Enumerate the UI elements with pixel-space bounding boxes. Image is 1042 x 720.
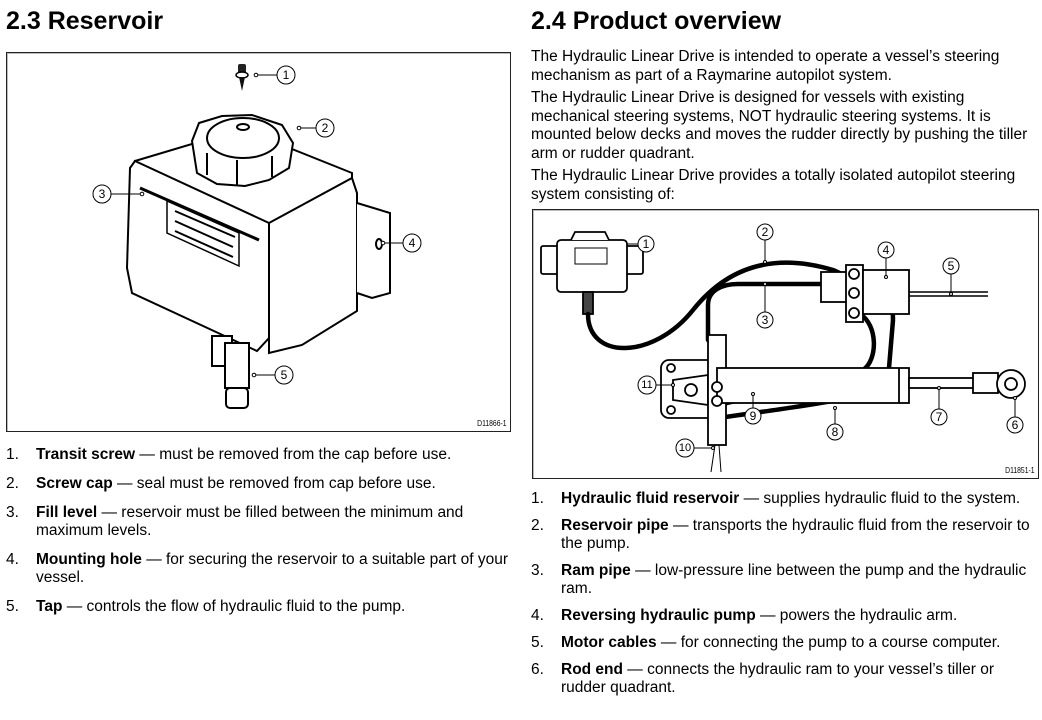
callout-9: 9 [744, 392, 762, 425]
callout-5: 5 [942, 257, 960, 296]
list-item: 3.Ram pipe — low-pressure line between t… [531, 562, 1027, 597]
figure-id: D11851-1 [1005, 466, 1035, 475]
svg-text:4: 4 [883, 243, 890, 257]
svg-text:8: 8 [832, 425, 839, 439]
tap-drawing [211, 335, 250, 409]
list-item: 4.Reversing hydraulic pump — powers the … [531, 607, 958, 624]
callout-4: 4 [877, 241, 895, 279]
list-item: 4.Mounting hole — for securing the reser… [6, 551, 509, 586]
svg-text:3: 3 [762, 313, 769, 327]
list-item: 1.Transit screw — must be removed from t… [6, 446, 452, 463]
callout-5: 5 [251, 365, 294, 385]
callout-3: 3 [92, 184, 145, 204]
intro-paragraph-1: The Hydraulic Linear Drive is intended t… [531, 48, 1000, 84]
list-item: 2.Reservoir pipe — transports the hydrau… [531, 517, 1030, 552]
reservoir-illustration: 1 2 3 4 5 [92, 64, 422, 409]
svg-text:1: 1 [643, 237, 650, 251]
svg-text:5: 5 [948, 259, 955, 273]
intro-paragraph-2: The Hydraulic Linear Drive is designed f… [531, 89, 1028, 162]
callout-2: 2 [756, 223, 774, 264]
callout-1: 1 [627, 235, 655, 253]
callout-7: 7 [930, 386, 948, 426]
svg-text:3: 3 [99, 187, 106, 201]
reservoir-parts-list: 1.Transit screw — must be removed from t… [6, 446, 511, 627]
reservoir-figure: 1 2 3 4 5 D11866-1 [6, 52, 511, 432]
callout-1: 1 [253, 65, 296, 85]
transit-screw-drawing [235, 64, 249, 91]
svg-text:7: 7 [936, 410, 943, 424]
system-components-list: 1.Hydraulic fluid reservoir — supplies h… [531, 490, 1036, 706]
section-heading: 2.4 Product overview [531, 7, 782, 35]
reservoir-drawing [540, 231, 644, 315]
callout-11: 11 [637, 375, 675, 395]
svg-text:1: 1 [283, 68, 290, 82]
svg-text:5: 5 [281, 368, 288, 382]
list-item: 6.Rod end — connects the hydraulic ram t… [531, 661, 995, 696]
svg-text:2: 2 [322, 121, 329, 135]
system-overview-figure: 1 2 3 4 5 6 7 [532, 209, 1039, 479]
list-item: 1.Hydraulic fluid reservoir — supplies h… [531, 490, 1021, 507]
svg-text:10: 10 [679, 442, 691, 454]
callout-4: 4 [380, 233, 422, 253]
svg-text:4: 4 [409, 236, 416, 250]
pump-drawing [820, 264, 988, 323]
callout-3: 3 [756, 282, 774, 329]
list-item: 2.Screw cap — seal must be removed from … [6, 475, 436, 492]
callout-10: 10 [675, 438, 715, 458]
system-overview-illustration: 1 2 3 4 5 6 7 [540, 223, 1026, 473]
callout-6: 6 [1006, 396, 1024, 434]
list-item: 3.Fill level — reservoir must be filled … [6, 504, 464, 539]
list-item: 5.Motor cables — for connecting the pump… [531, 634, 1001, 651]
section-heading: 2.3 Reservoir [6, 7, 164, 35]
figure-id: D11866-1 [477, 419, 507, 428]
intro-paragraph-3: The Hydraulic Linear Drive provides a to… [531, 167, 1016, 203]
callout-2: 2 [296, 118, 335, 138]
svg-text:2: 2 [762, 225, 769, 239]
svg-text:9: 9 [750, 409, 757, 423]
svg-text:11: 11 [641, 379, 652, 391]
hydraulic-ram-drawing [660, 334, 1026, 473]
svg-text:6: 6 [1012, 418, 1019, 432]
callout-8: 8 [826, 406, 844, 441]
screw-cap-drawing [190, 113, 295, 188]
list-item: 5.Tap — controls the flow of hydraulic f… [6, 598, 406, 615]
